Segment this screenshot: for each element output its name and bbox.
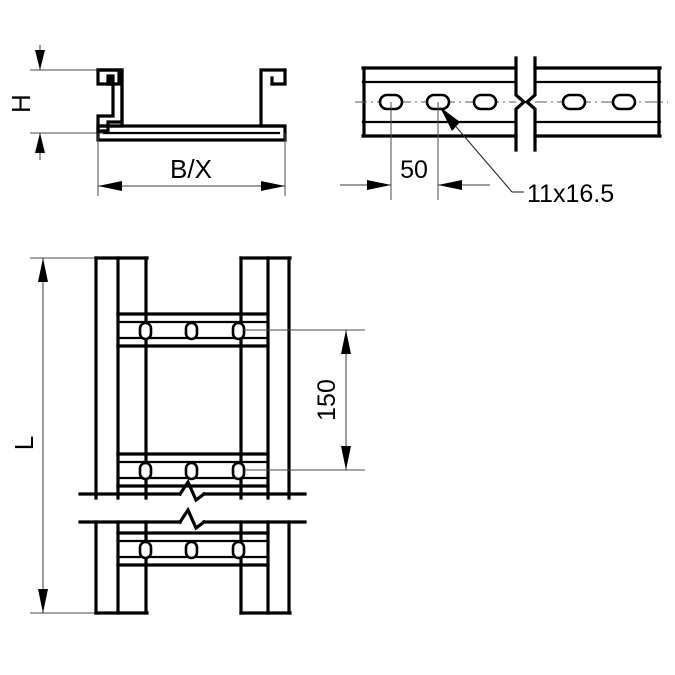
base-plate [96,124,287,142]
cross-section-view: H B/X [6,45,287,196]
pitch-dimension-label: 50 [400,156,428,184]
right-c-profile [259,68,287,128]
ladder-segment-lower [78,506,307,615]
bx-dimension-line [98,181,285,191]
slot-callout-leader [439,107,524,193]
slot-hole [561,93,587,111]
h-dimension-line [35,45,45,160]
right-side-rail-lower [239,520,292,615]
slot-holes-right [561,93,637,111]
break-symbol-upper [78,478,307,503]
rung-slot [184,321,199,341]
slot-hole [472,93,498,111]
rung-slot [231,321,246,341]
rung-pitch-extension-lines [244,329,365,471]
rung-pitch-dimension-label: 150 [313,379,341,421]
slot-hole [611,93,637,111]
rung-slot [184,461,199,481]
rail-segment-right [533,66,662,138]
rung-slot [138,321,153,341]
plan-view: L [9,256,365,615]
left-side-rail-upper [94,256,149,500]
right-side-rail-upper [239,256,292,500]
rung [116,312,270,348]
l-extension-lines [30,257,105,614]
pitch-extension-lines [390,102,439,200]
l-dimension-line [38,258,48,613]
left-side-rail-lower [94,520,149,615]
l-dimension-label: L [9,436,39,450]
rung [116,452,270,488]
break-symbol-side-view [514,56,537,152]
h-dimension-label: H [6,94,36,113]
rung-slot [231,540,246,560]
rail-segment-left [361,66,518,138]
slot-size-label: 11x16.5 [527,180,614,208]
rung [116,531,270,567]
left-c-profile [96,68,124,133]
rung-slot [138,461,153,481]
side-elevation-view: 50 11x16.5 [340,56,668,208]
bx-dimension-label: B/X [170,154,212,184]
h-extension-lines [30,69,118,134]
rung-pitch-dimension-line [341,330,351,470]
rung-slot [231,461,246,481]
pitch-dimension-line [340,180,490,190]
rung-slot [184,540,199,560]
break-symbol-lower [78,506,307,531]
ladder-segment-upper [78,256,307,503]
rung-slot [138,540,153,560]
